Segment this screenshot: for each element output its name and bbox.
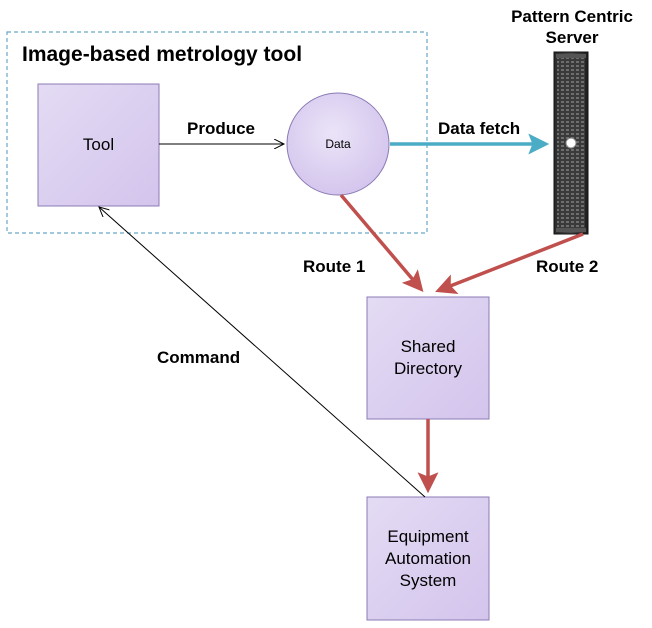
produce-label: Produce — [187, 119, 256, 138]
eas-label-line1: Equipment — [387, 526, 469, 546]
equipment-automation-system-box[interactable] — [366, 496, 490, 621]
tool-box[interactable] — [37, 83, 160, 207]
route1-arrow — [339, 193, 424, 293]
data-node[interactable] — [286, 92, 390, 196]
tool-label: Tool — [82, 135, 115, 154]
data-label: Data — [325, 137, 351, 151]
group-title: Image-based metrology tool — [22, 43, 303, 66]
server-label-line1: Pattern Centric — [511, 7, 633, 26]
shared-label-line1: Shared — [400, 337, 456, 356]
eas-label-line2: Automation — [385, 548, 471, 568]
route2-arrow — [435, 232, 584, 295]
eas-label-line3: System — [399, 570, 457, 590]
shared-directory-label: Shared Directory — [367, 297, 489, 419]
command-label: Command — [157, 348, 241, 367]
server-icon[interactable] — [553, 51, 589, 235]
command-arrow — [99, 207, 426, 498]
server-label-line2: Server — [545, 28, 599, 47]
data-fetch-label: Data fetch — [438, 119, 521, 138]
route2-label: Route 2 — [536, 257, 599, 276]
route1-label: Route 1 — [303, 257, 366, 276]
eas-label: Equipment Automation System — [367, 497, 489, 620]
shared-label-line2: Directory — [393, 359, 462, 378]
shared-directory-box[interactable] — [366, 296, 490, 420]
metrology-tool-group — [6, 31, 428, 234]
